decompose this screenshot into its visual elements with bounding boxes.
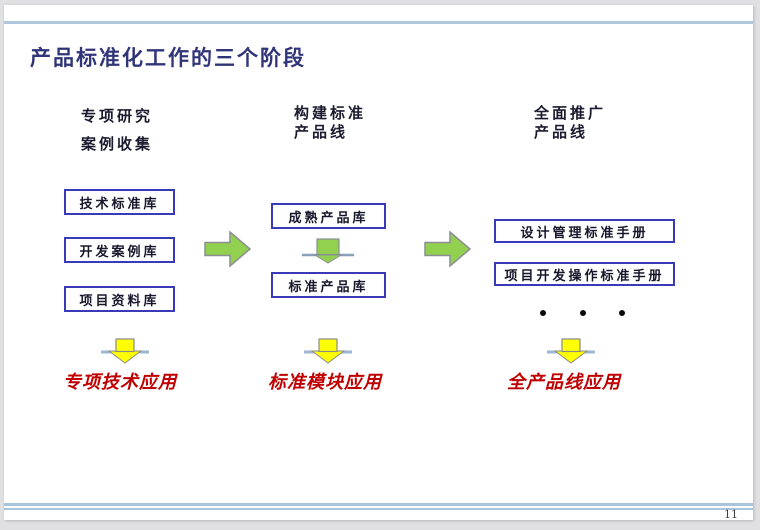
stage-2-result-label: 标准模块应用 <box>268 372 382 393</box>
top-divider-line <box>4 21 753 24</box>
stage-2-header-line-1: 构建标准 <box>294 104 367 122</box>
stage-2-header: 构建标准 产品线 <box>294 104 366 142</box>
stage-3-result-label: 全产品线应用 <box>507 372 621 393</box>
box-project-docs-library: 项目资料库 <box>64 286 175 312</box>
box-tech-standards-library: 技术标准库 <box>64 189 175 215</box>
box-mature-products-library: 成熟产品库 <box>271 203 386 229</box>
down-arrow-small-icon <box>300 238 356 264</box>
box-project-dev-operation-manual: 项目开发操作标准手册 <box>494 262 675 286</box>
box-dev-cases-library: 开发案例库 <box>64 237 175 263</box>
right-arrow-icon <box>424 230 472 268</box>
dot-icon <box>540 310 546 316</box>
down-arrow-yellow-icon <box>546 338 596 364</box>
stage-2-header-line-2: 产品线 <box>294 123 349 141</box>
box-design-management-manual: 设计管理标准手册 <box>494 219 675 243</box>
down-arrow-yellow-icon <box>100 338 150 364</box>
slide-title: 产品标准化工作的三个阶段 <box>30 46 306 70</box>
right-arrow-icon <box>204 230 252 268</box>
stage-1-header-line-2: 案例收集 <box>81 135 154 153</box>
down-arrow-yellow-icon <box>303 338 353 364</box>
stage-1-header: 专项研究 案例收集 <box>81 102 153 158</box>
stage-1-header-line-1: 专项研究 <box>81 107 154 125</box>
stage-3-header-line-1: 全面推广 <box>534 104 607 122</box>
dot-icon <box>579 310 586 316</box>
dot-icon <box>619 310 625 316</box>
bottom-divider-line-2 <box>4 507 753 510</box>
bottom-divider-line-1 <box>4 503 753 506</box>
page-number: 11 <box>724 508 738 521</box>
stage-1-result-label: 专项技术应用 <box>63 372 177 393</box>
box-standard-products-library: 标准产品库 <box>271 272 386 298</box>
stage-3-header-line-2: 产品线 <box>534 123 589 141</box>
stage-3-header: 全面推广 产品线 <box>534 104 606 142</box>
ellipsis-dots-icon <box>540 310 625 316</box>
